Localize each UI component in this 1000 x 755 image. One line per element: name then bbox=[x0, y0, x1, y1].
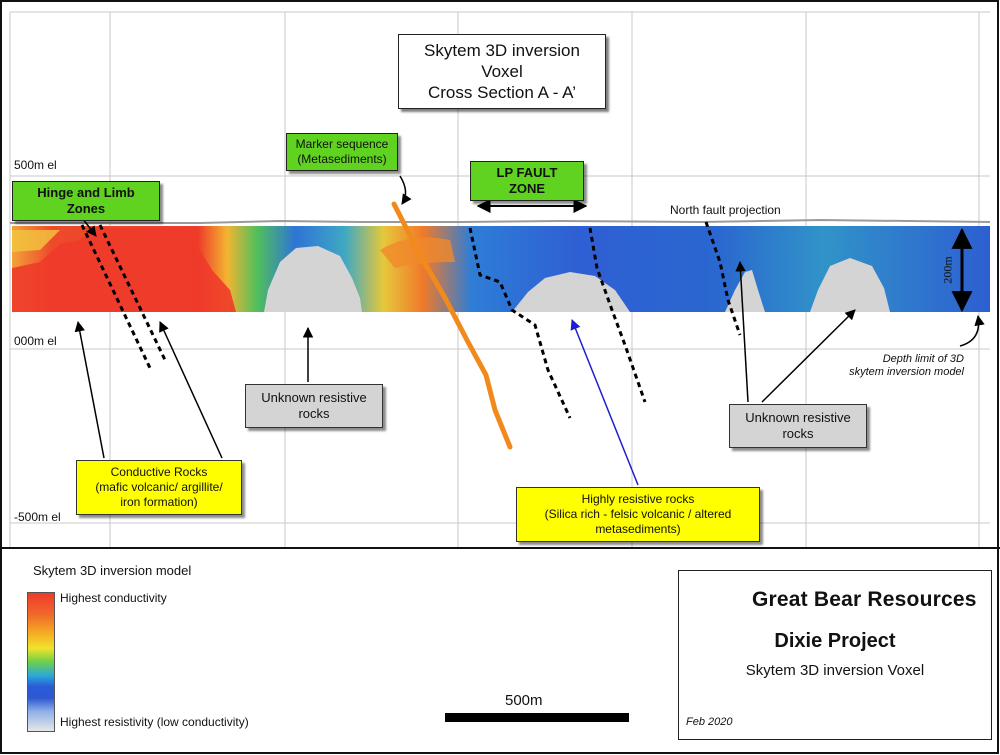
resistive-dome-3 bbox=[725, 270, 765, 312]
unknown-right-line2: rocks bbox=[782, 426, 814, 441]
highly-resistive-label: Highly resistive rocks (Silica rich - fe… bbox=[516, 487, 760, 542]
marker-sequence-line bbox=[391, 201, 513, 450]
section-title-box: Skytem 3D inversion Voxel Cross Section … bbox=[398, 34, 606, 109]
marker-sequence-line1: Marker sequence bbox=[295, 137, 389, 151]
legend-title: Skytem 3D inversion model bbox=[33, 563, 192, 578]
unknown-resistive-right: Unknown resistive rocks bbox=[729, 404, 867, 448]
elevation-000: 000m el bbox=[14, 334, 57, 348]
legend-colorbar bbox=[27, 592, 55, 732]
company-name: Great Bear Resources bbox=[752, 588, 977, 611]
depth-limit-label: Depth limit of 3D skytem inversion model bbox=[830, 353, 964, 379]
conductive-line3: iron formation) bbox=[120, 495, 198, 509]
resistive-line1: Highly resistive rocks bbox=[581, 492, 695, 506]
resistive-line2: (Silica rich - felsic volcanic / altered bbox=[544, 507, 732, 521]
unknown-resistive-left: Unknown resistive rocks bbox=[245, 384, 383, 428]
scale-bar bbox=[445, 713, 629, 722]
conductive-rocks-label: Conductive Rocks (mafic volcanic/ argill… bbox=[76, 460, 242, 515]
marker-sequence-label: Marker sequence (Metasediments) bbox=[286, 133, 398, 171]
conductive-line2: (mafic volcanic/ argillite/ bbox=[95, 480, 223, 494]
elevation-500: 500m el bbox=[14, 158, 57, 172]
resistive-line3: metasediments) bbox=[595, 522, 681, 536]
depth-limit-line1: Depth limit of 3D bbox=[882, 353, 964, 365]
resistive-callout-arrow bbox=[570, 319, 639, 486]
project-subtitle: Skytem 3D inversion Voxel bbox=[745, 662, 925, 679]
scale-label: 500m bbox=[505, 692, 543, 709]
section-title-line1: Skytem 3D inversion Voxel bbox=[424, 41, 580, 81]
topography-line bbox=[10, 218, 991, 224]
marker-sequence-line2: (Metasediments) bbox=[297, 152, 387, 166]
moderate-zone bbox=[12, 230, 60, 252]
resistive-dome-4 bbox=[810, 258, 890, 312]
unknown-left-line2: rocks bbox=[298, 406, 330, 421]
hinge-limb-label: Hinge and Limb Zones bbox=[12, 181, 160, 221]
date-label: Feb 2020 bbox=[686, 716, 733, 728]
depth-limit-line2: skytem inversion model bbox=[849, 366, 964, 378]
title-block bbox=[678, 570, 992, 740]
conductive-zone bbox=[12, 228, 236, 312]
lp-fault-zone-label: LP FAULT ZONE bbox=[470, 161, 584, 201]
unknown-left-line1: Unknown resistive bbox=[261, 390, 367, 405]
elevation-minus500: -500m el bbox=[14, 510, 61, 524]
conductive-line1: Conductive Rocks bbox=[110, 465, 208, 479]
north-fault-label: North fault projection bbox=[670, 203, 781, 217]
legend-high-label: Highest conductivity bbox=[60, 591, 167, 605]
project-name: Dixie Project bbox=[774, 630, 896, 652]
unknown-right-line1: Unknown resistive bbox=[745, 410, 851, 425]
legend-low-label: Highest resistivity (low conductivity) bbox=[60, 715, 249, 729]
fault-traces bbox=[80, 221, 742, 419]
depth-200m-label: 200m bbox=[940, 256, 955, 284]
resistive-dome-1 bbox=[264, 246, 362, 312]
section-title-line2: Cross Section A - A’ bbox=[427, 83, 577, 102]
callout-arrows bbox=[74, 175, 985, 459]
